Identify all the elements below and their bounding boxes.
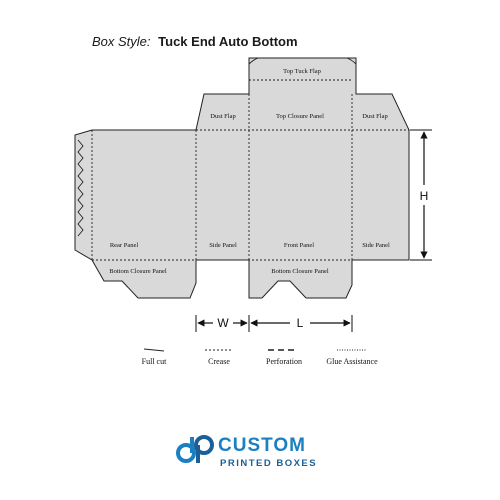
legend-crease-label: Crease [208,357,230,366]
dieline-outline [74,57,410,299]
label-top-tuck-flap: Top Tuck Flap [283,68,321,75]
label-dust-flap-left: Dust Flap [210,113,235,120]
label-top-closure-panel: Top Closure Panel [276,113,324,120]
label-dust-flap-right: Dust Flap [362,113,387,120]
legend-perforation-label: Perforation [266,357,302,366]
logo-sub-text: PRINTED BOXES [220,458,317,469]
box-style-label: Box Style: [92,34,151,49]
length-label: L [297,316,304,330]
width-label: W [217,316,229,330]
label-side-panel-right: Side Panel [362,242,390,249]
diagram-title: Box Style: Tuck End Auto Bottom [92,34,298,49]
label-front-panel: Front Panel [284,242,314,249]
height-label: H [420,189,429,203]
legend-full-cut-swatch [143,348,165,352]
label-bottom-closure-right: Bottom Closure Panel [271,268,329,275]
label-bottom-closure-left: Bottom Closure Panel [109,268,167,275]
top-tuck-flap-shape [248,57,357,65]
legend-full-cut-label: Full cut [142,357,167,366]
legend-glue-label: Glue Assistance [326,357,378,366]
logo-main-text: CUSTOM [218,435,306,456]
company-logo: CUSTOM PRINTED BOXES [176,435,317,469]
label-rear-panel: Rear Panel [110,242,139,249]
glue-flap-edge [77,139,84,237]
label-side-panel-left: Side Panel [209,242,237,249]
box-style-name: Tuck End Auto Bottom [158,34,297,49]
logo-mark-icon [176,435,214,463]
